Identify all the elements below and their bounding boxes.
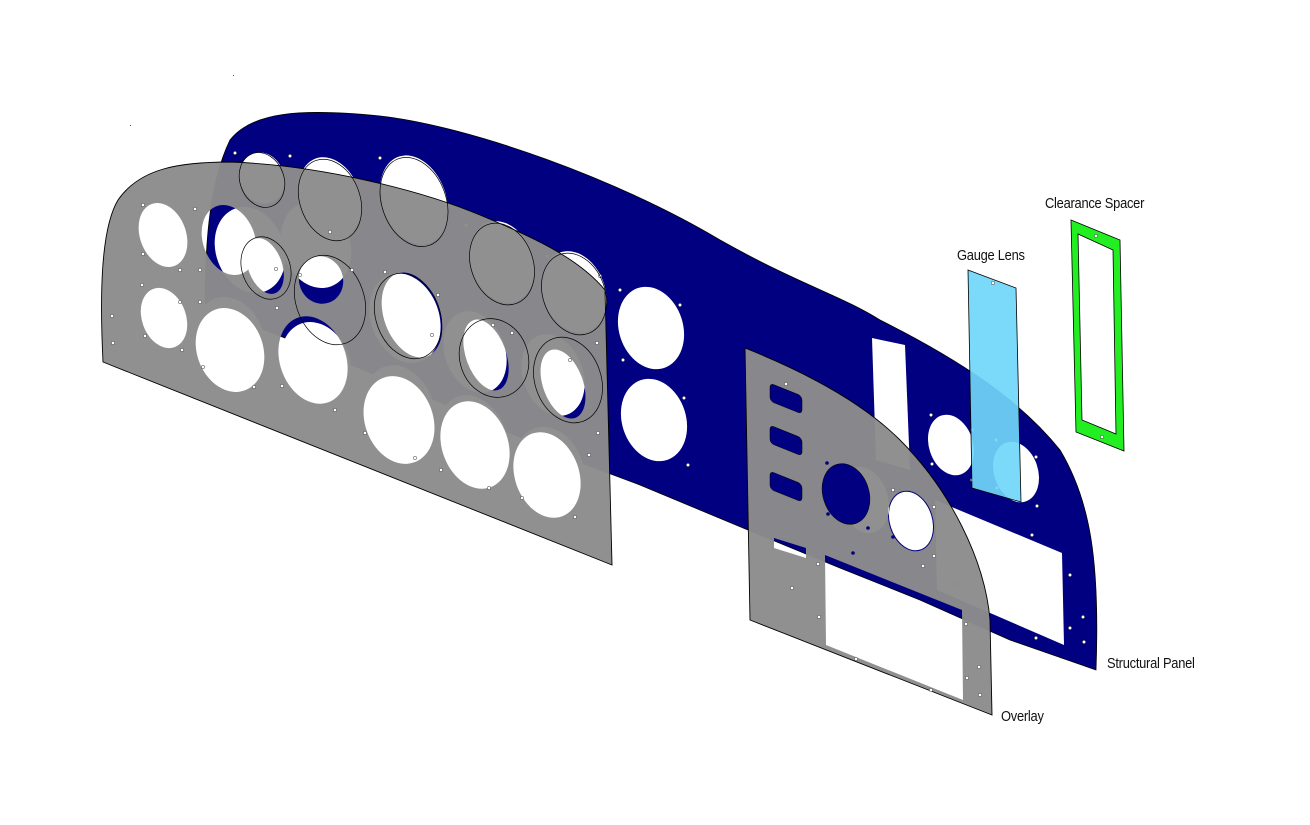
overlay-right — [744, 347, 993, 716]
label-clearance-spacer: Clearance Spacer — [1045, 195, 1145, 212]
stray-dot — [233, 75, 234, 76]
label-overlay: Overlay — [1001, 708, 1044, 725]
clearance-spacer — [1070, 219, 1125, 452]
label-structural-panel: Structural Panel — [1107, 655, 1195, 672]
stray-dot — [130, 125, 131, 126]
gauge-lens — [967, 269, 1022, 503]
label-gauge-lens: Gauge Lens — [957, 247, 1025, 264]
overlay-main — [101, 152, 613, 566]
